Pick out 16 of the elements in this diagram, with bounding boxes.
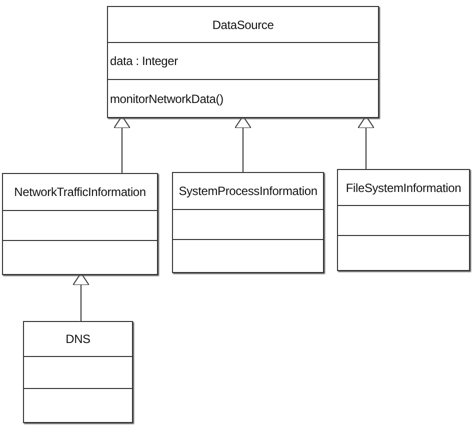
class-box xyxy=(337,169,470,271)
inheritance-arrow xyxy=(114,116,130,174)
attribute-text: data : Integer xyxy=(110,53,178,70)
inheritance-arrow xyxy=(72,272,90,322)
class-name: SystemProcessInformation xyxy=(178,183,318,200)
class-box xyxy=(107,6,379,118)
class-name: DataSource xyxy=(212,16,274,34)
class-box xyxy=(2,173,158,275)
class-box xyxy=(23,321,133,423)
class-name: NetworkTrafficInformation xyxy=(14,184,146,201)
inheritance-arrow xyxy=(234,116,252,172)
inheritance-arrow xyxy=(358,116,374,170)
class-name: DNS xyxy=(66,331,90,348)
method-text: monitorNetworkData() xyxy=(110,90,224,108)
class-box xyxy=(172,172,324,273)
class-name: FileSystemInformation xyxy=(346,180,462,196)
